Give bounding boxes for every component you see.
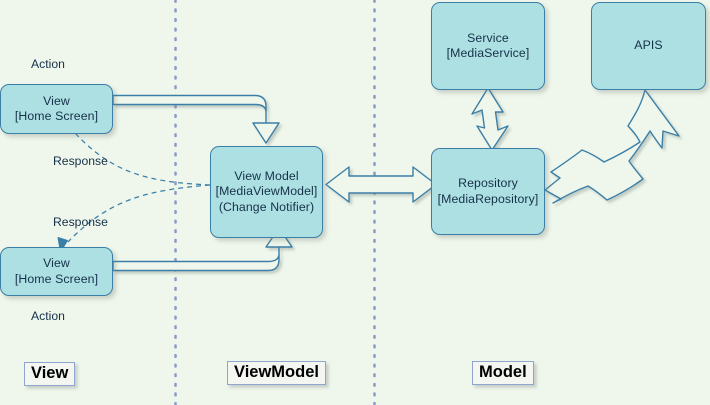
node-service-label: Service [MediaService] <box>446 30 530 60</box>
arrow-response-top <box>67 124 211 186</box>
node-view-bottom-label: View [Home Screen] <box>14 256 99 286</box>
node-view-top-label: View [Home Screen] <box>14 93 99 123</box>
node-apis[interactable]: APIS <box>591 2 706 90</box>
node-repository-label: Repository [MediaRepository] <box>437 176 539 206</box>
node-viewmodel[interactable]: View Model [MediaViewModel] (Change Noti… <box>210 146 323 238</box>
arrow-service-repository <box>471 87 509 151</box>
arrow-repository-apis <box>544 89 680 204</box>
node-service[interactable]: Service [MediaService] <box>431 2 545 90</box>
zone-label-viewmodel: ViewModel <box>227 361 326 385</box>
arrow-viewmodel-repository <box>325 166 437 203</box>
zone-label-model: Model <box>472 361 534 385</box>
label-action-top: Action <box>31 57 65 71</box>
node-view-bottom[interactable]: View [Home Screen] <box>0 247 113 296</box>
label-action-bottom: Action <box>31 309 65 323</box>
zone-label-view: View <box>24 362 76 386</box>
node-repository[interactable]: Repository [MediaRepository] <box>431 148 545 235</box>
label-response-top: Response <box>53 154 108 168</box>
node-view-top[interactable]: View [Home Screen] <box>0 84 113 134</box>
node-apis-label: APIS <box>634 38 663 53</box>
arrow-action-top <box>112 94 280 144</box>
label-response-bottom: Response <box>53 215 108 229</box>
node-viewmodel-label: View Model [MediaViewModel] (Change Noti… <box>215 169 318 214</box>
arrow-response-bottom <box>67 184 211 243</box>
